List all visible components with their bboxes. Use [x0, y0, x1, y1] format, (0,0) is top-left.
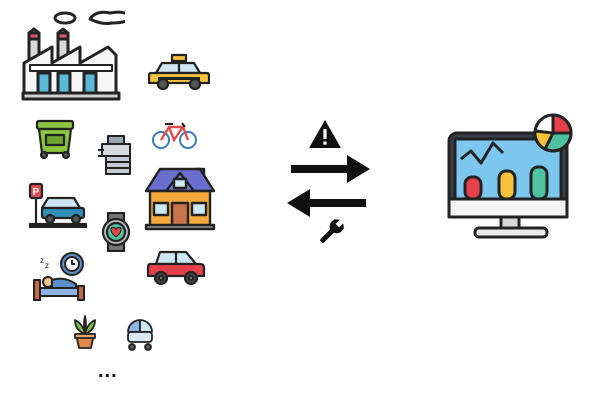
house-icon: [144, 165, 216, 231]
monitor-dashboard-icon: [445, 111, 577, 241]
taxi-icon: [148, 53, 210, 91]
printer-copier-icon: [96, 134, 132, 176]
warning-icon: [308, 119, 342, 149]
smartwatch-heart-icon: [98, 212, 134, 252]
left-arrow-icon: [286, 188, 368, 218]
parking-car-icon: P: [28, 182, 88, 228]
right-arrow-icon: [289, 154, 371, 184]
bicycle-icon: [152, 120, 197, 150]
sleep-alarm-icon: z z: [32, 250, 86, 302]
factory-icon: [20, 5, 125, 103]
svg-text:z: z: [45, 261, 49, 270]
svg-text:P: P: [33, 187, 40, 198]
dumpster-icon: [34, 118, 76, 160]
svg-text:z: z: [40, 256, 44, 265]
baby-stroller-icon: [124, 316, 156, 352]
wrench-icon: [316, 218, 346, 246]
ellipsis-more-devices: ...: [98, 360, 118, 382]
red-car-icon: [146, 246, 206, 286]
potted-plant-icon: [71, 314, 99, 350]
